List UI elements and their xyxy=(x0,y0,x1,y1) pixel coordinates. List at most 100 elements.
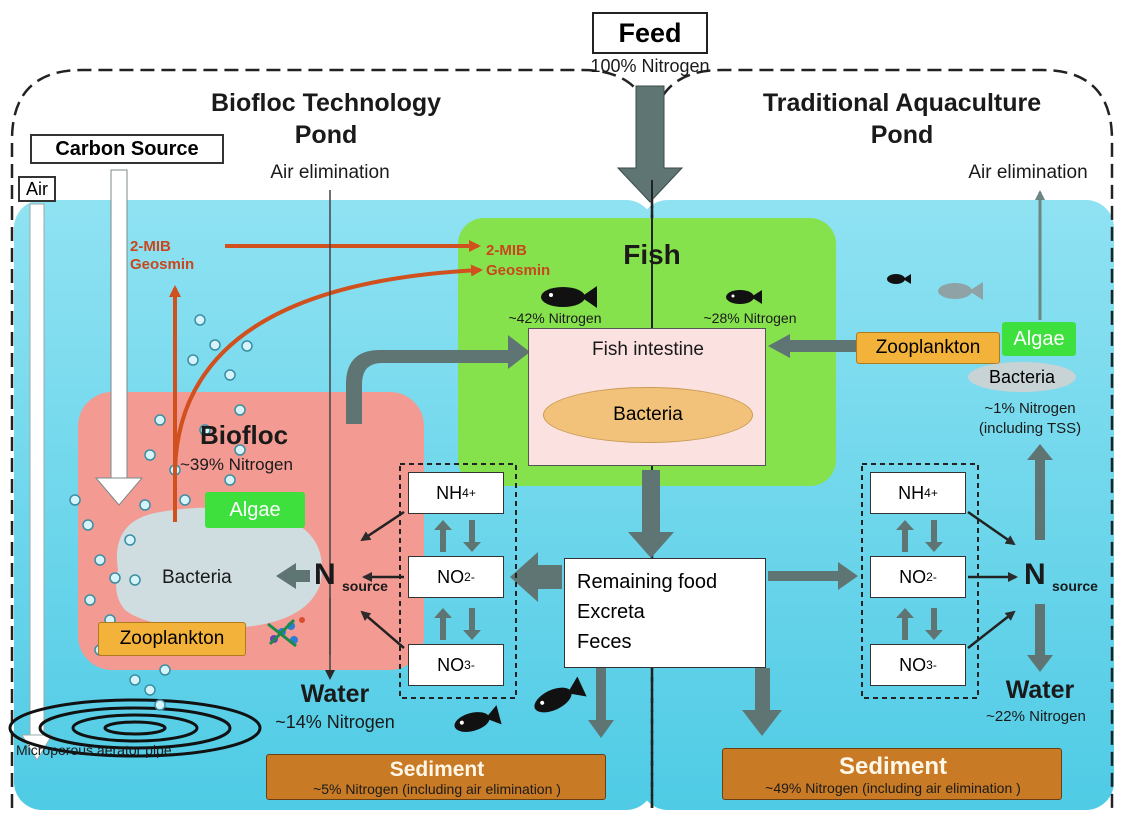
trad-n-sub: source xyxy=(1052,578,1098,594)
fish-odor-line2: Geosmin xyxy=(486,262,551,279)
trad-no3-to-n-line xyxy=(967,610,1016,649)
fish-icon-4 xyxy=(938,282,983,300)
trad-no2-sub: 2 xyxy=(926,570,933,584)
aerator-label: Microporous aerator pipe xyxy=(16,742,172,758)
fish-odor-line1: 2-MIB xyxy=(486,242,527,259)
biofloc-algae: Algae xyxy=(205,492,305,528)
biofloc-n-sub: source xyxy=(342,578,388,594)
trad-algae-label: Algae xyxy=(1013,327,1065,350)
biofloc-water-label: Water xyxy=(300,680,370,708)
trad-water-label: Water xyxy=(1005,676,1075,704)
trad-nh4-sub: 4 xyxy=(924,486,931,500)
biofloc-water-nitrogen: ~14% Nitrogen xyxy=(275,712,395,732)
trad-no2-base: NO xyxy=(899,566,927,587)
carbon-arrow-head xyxy=(94,477,144,506)
fish-left-nitrogen: ~42% Nitrogen xyxy=(508,310,602,326)
trad-bacteria: Bacteria xyxy=(968,362,1076,392)
aerator-ring-4 xyxy=(103,720,167,736)
traditional-title-line1: Traditional Aquaculture xyxy=(762,89,1042,117)
waste-box: Remaining food Excreta Feces xyxy=(564,558,766,668)
biofloc-label: Biofloc xyxy=(200,420,289,450)
air-label: Air xyxy=(26,178,48,199)
trad-n-to-water-arrow xyxy=(1027,604,1053,672)
traditional-cycle-arrows xyxy=(896,520,943,640)
no2-sub: 2 xyxy=(464,570,471,584)
intestine-label: Fish intestine xyxy=(592,339,704,360)
fish-icon-6 xyxy=(454,705,502,732)
air-pipe xyxy=(29,203,45,745)
trad-zooplankton-label: Zooplankton xyxy=(875,337,981,358)
biofloc-to-fish-arrow xyxy=(346,335,530,424)
trad-no3-sup: - xyxy=(932,658,937,672)
biofloc-n-letter: N xyxy=(314,558,336,591)
fish-intestine-box: Fish intestine Bacteria xyxy=(528,328,766,466)
waste-line1: Remaining food xyxy=(577,571,718,593)
feed-label: Feed xyxy=(618,18,682,48)
biofloc-sediment-nitrogen: ~5% Nitrogen (including air elimination … xyxy=(313,781,561,797)
fish-icon-1 xyxy=(541,286,597,308)
waste-to-traditional-sediment-arrow xyxy=(742,668,782,736)
trad-n-letter: N xyxy=(1024,558,1046,591)
feed-arrow xyxy=(616,85,684,203)
trad-bacteria-label: Bacteria xyxy=(988,366,1056,387)
no3-to-n-line xyxy=(360,610,405,649)
fish-icon-5 xyxy=(534,676,587,713)
waste-to-biofloc-sediment-arrow xyxy=(588,668,614,738)
biofloc-odor-line2: Geosmin xyxy=(130,256,195,273)
fish-icon-2 xyxy=(726,290,762,304)
carbon-source-label: Carbon Source xyxy=(55,137,199,160)
trad-nh4-base: NH xyxy=(898,482,925,503)
aerator-ring-1 xyxy=(8,698,262,758)
zooplankton-to-intestine-arrow xyxy=(768,334,858,358)
biofloc-cycle-arrows xyxy=(434,520,481,640)
feed-nitrogen: 100% Nitrogen xyxy=(590,56,710,76)
nh4-sub: 4 xyxy=(462,486,469,500)
air-box: Air xyxy=(18,176,56,202)
trad-no3-sub: 3 xyxy=(926,658,933,672)
trad-bacteria-nitrogen-1: ~1% Nitrogen xyxy=(984,400,1076,417)
aerator-ring-2 xyxy=(38,706,232,750)
bacteria-blob xyxy=(116,507,323,629)
trad-water-nitrogen: ~22% Nitrogen xyxy=(986,708,1086,725)
trad-zooplankton: Zooplankton xyxy=(856,332,1000,364)
trad-nh4-to-n-line xyxy=(967,510,1016,546)
trad-bacteria-nitrogen-2: (including TSS) xyxy=(978,420,1082,437)
trad-no2-sup: - xyxy=(932,570,937,584)
biofloc-cycle-box xyxy=(399,463,517,699)
biofloc-zooplankton: Zooplankton xyxy=(98,622,246,656)
intestine-to-waste-arrow xyxy=(628,470,674,558)
waste-line2: Excreta xyxy=(577,601,645,623)
trad-no3-base: NO xyxy=(899,654,927,675)
biofloc-algae-label: Algae xyxy=(229,498,281,521)
no2-base: NO xyxy=(437,566,465,587)
biofloc-pond-outline xyxy=(10,68,654,808)
nh4-to-n-line xyxy=(360,510,405,542)
biofloc-bacteria-label: Bacteria xyxy=(162,567,232,588)
fish-right-nitrogen: ~28% Nitrogen xyxy=(703,310,797,326)
biofloc-zooplankton-label: Zooplankton xyxy=(119,628,225,649)
biofloc-title-line2: Pond xyxy=(294,121,358,149)
feed-box: Feed xyxy=(592,12,708,54)
waste-to-no2-arrow xyxy=(510,552,562,602)
nh4-sup: + xyxy=(468,486,476,500)
plankton-cluster-icon xyxy=(267,617,305,648)
biofloc-odor-line1: 2-MIB xyxy=(130,238,171,255)
biofloc-title-line1: Biofloc Technology xyxy=(210,89,442,117)
carbon-arrow-shaft xyxy=(110,169,128,481)
no2-sup: - xyxy=(470,570,475,584)
waste-to-traditional-arrow xyxy=(768,562,858,590)
nh4-base: NH xyxy=(436,482,463,503)
trad-sediment-title: Sediment xyxy=(838,753,948,780)
fish-icon-3 xyxy=(887,274,911,284)
biofloc-air-elimination: Air elimination xyxy=(270,162,390,183)
intestine-bacteria: Bacteria xyxy=(543,387,753,443)
traditional-sediment: Sediment ~49% Nitrogen (including air el… xyxy=(722,748,1062,800)
traditional-title-line2: Pond xyxy=(870,121,934,149)
